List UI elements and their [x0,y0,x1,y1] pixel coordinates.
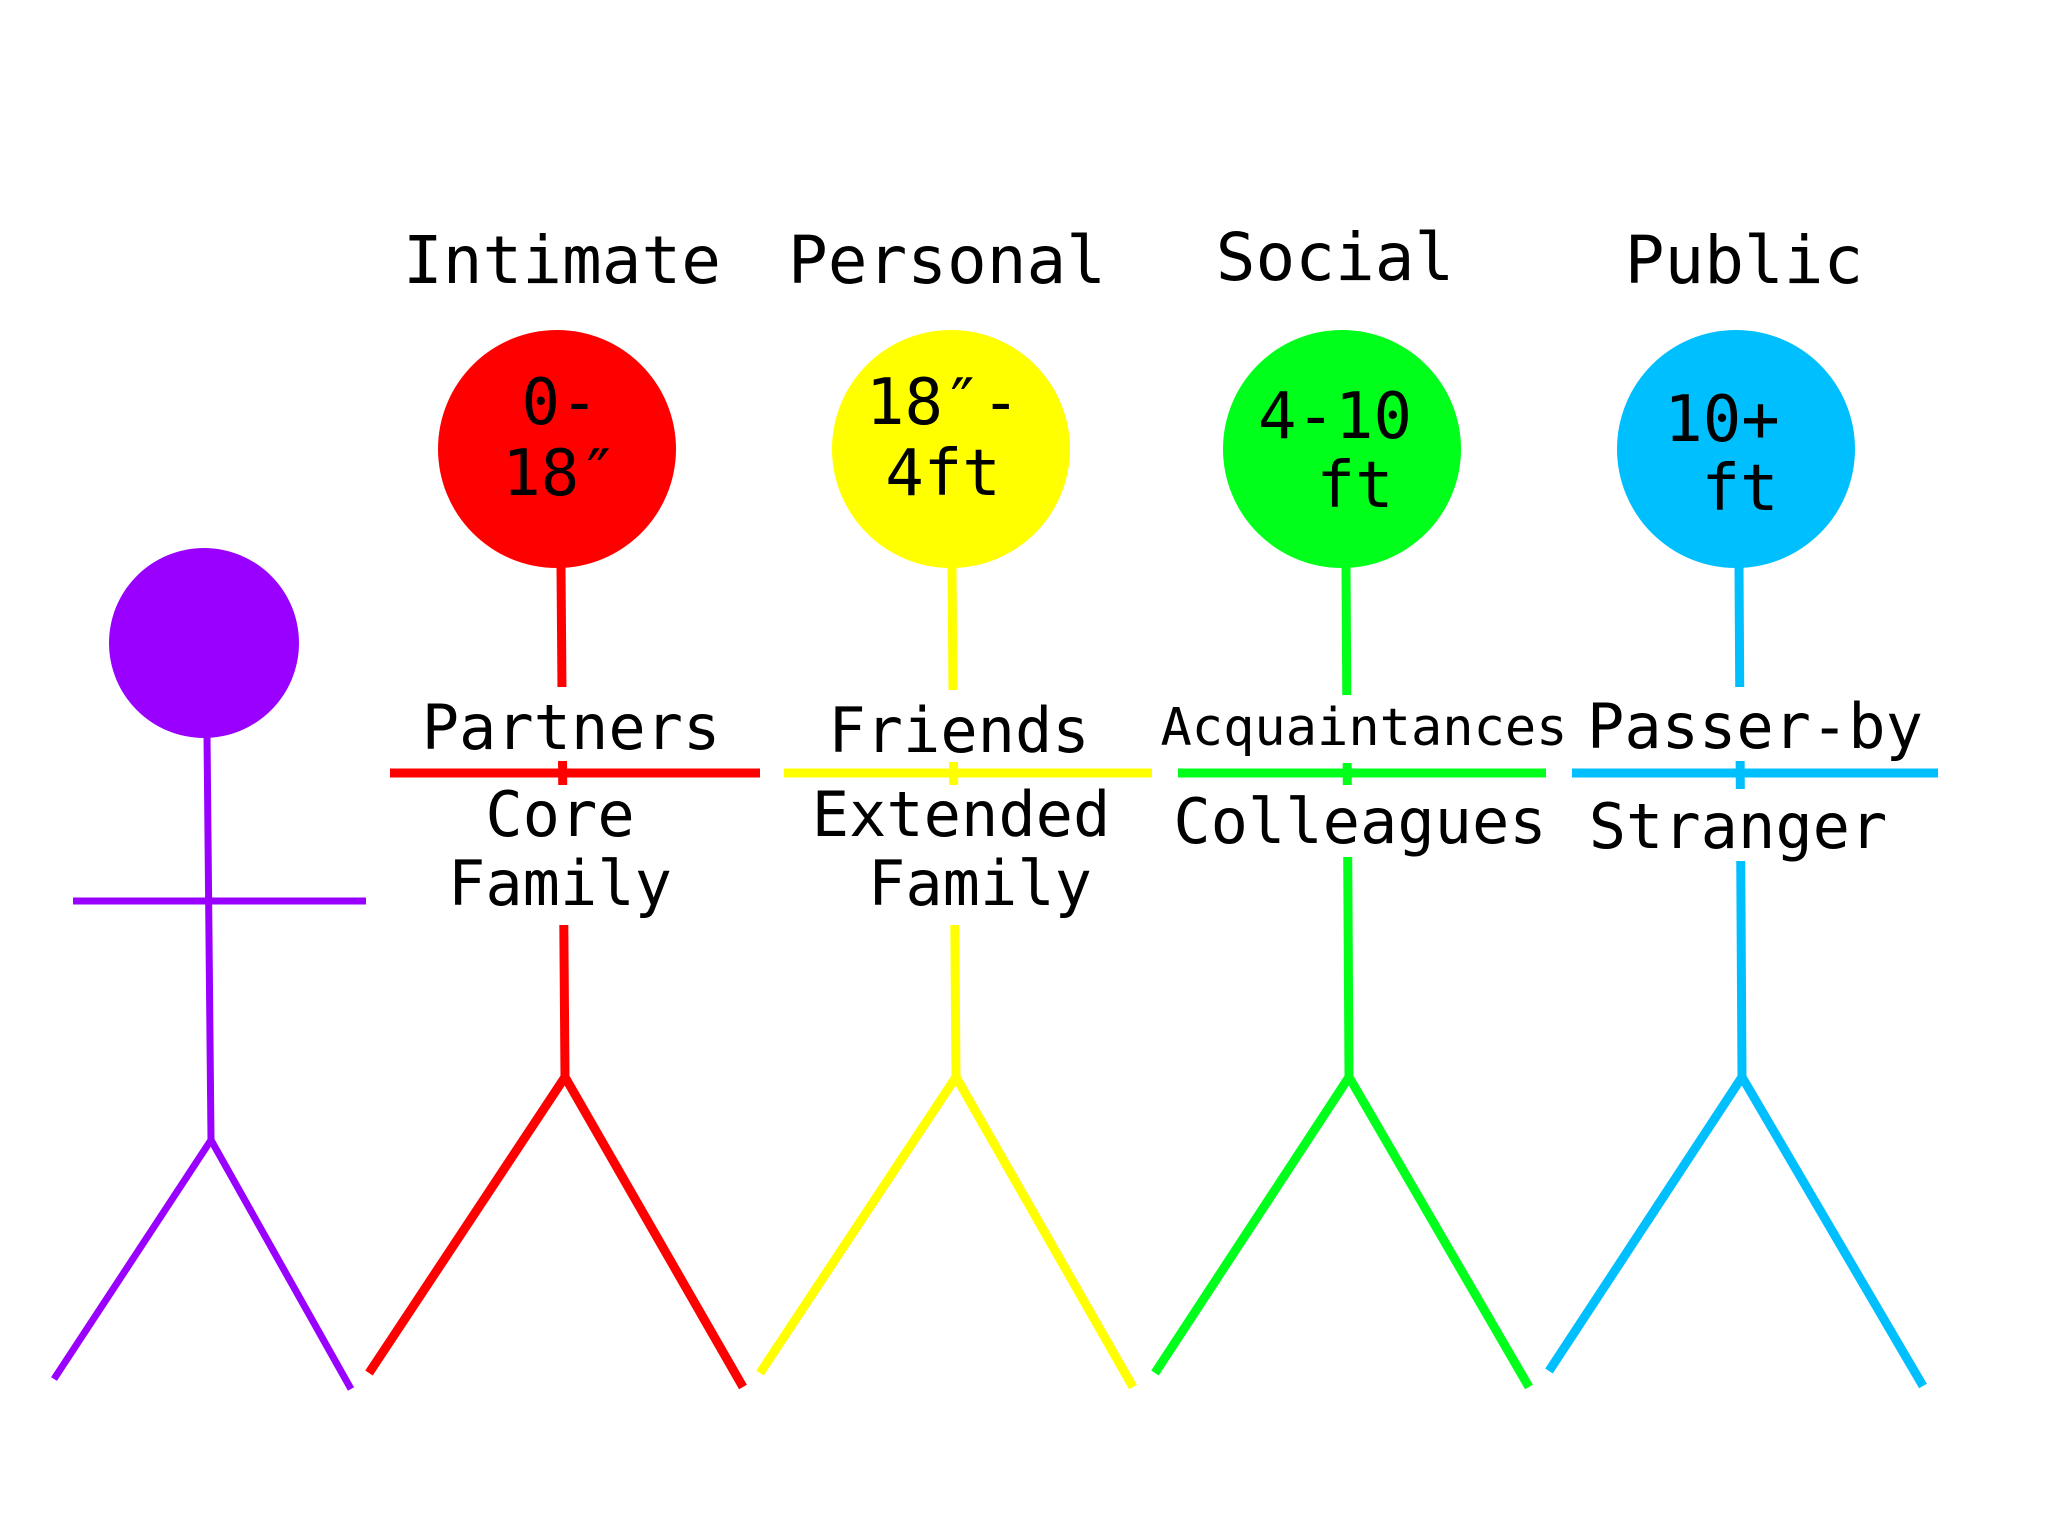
relation-below-arms-2: Family [448,847,672,920]
relation-below-arms-1: Extended [812,778,1111,851]
zone-right-leg [952,1074,1137,1390]
zone-title: Public [1625,222,1863,299]
zone-public: Public 10+ ft Passer-by Stranger [1545,222,1938,1389]
relation-below-arms-1: Colleagues [1173,785,1546,858]
zone-intimate: Intimate 0- 18″ Partners Core Family [365,222,760,1390]
distance-line-1: 18″- [866,366,1020,440]
distance-line-2: 4ft [885,437,1001,511]
zone-head [438,330,676,568]
distance-line-1: 10+ [1664,383,1780,457]
relation-above-arms: Friends [828,694,1089,767]
distance-line-2: ft [1316,449,1393,523]
zone-left-leg [365,1074,569,1376]
distance-line-2: 18″ [502,437,618,511]
relation-above-arms: Partners [422,691,721,764]
zone-left-leg [1545,1074,1746,1374]
zone-left-leg [756,1074,960,1376]
self-head [109,548,299,738]
self-figure [51,548,366,1391]
relation-below-arms-1: Core [485,778,634,851]
zone-title: Intimate [403,222,721,299]
zone-head [832,330,1070,568]
zone-right-leg [561,1074,747,1390]
zone-title: Social [1216,219,1454,296]
zone-left-leg [1151,1074,1353,1376]
relation-above-arms: Passer-by [1587,690,1923,763]
zone-head [1223,330,1461,568]
zone-head [1617,330,1855,568]
zone-right-leg [1738,1074,1927,1389]
zone-personal: Personal 18″- 4ft Friends Extended Famil… [756,222,1152,1390]
relation-below-arms-1: Stranger [1589,790,1888,863]
zone-right-leg [1345,1074,1533,1390]
self-body [203,734,215,1141]
relation-above-arms: Acquaintances [1161,698,1568,758]
zone-title: Personal [788,222,1106,299]
self-right-leg [207,1138,355,1391]
distance-line-1: 0- [521,366,598,440]
self-left-leg [51,1138,214,1381]
distance-line-1: 4-10 [1258,380,1412,454]
relation-below-arms-2: Family [868,847,1092,920]
distance-line-2: ft [1701,452,1778,526]
zone-social: Social 4-10 ft Acquaintances Colleagues [1151,219,1568,1390]
